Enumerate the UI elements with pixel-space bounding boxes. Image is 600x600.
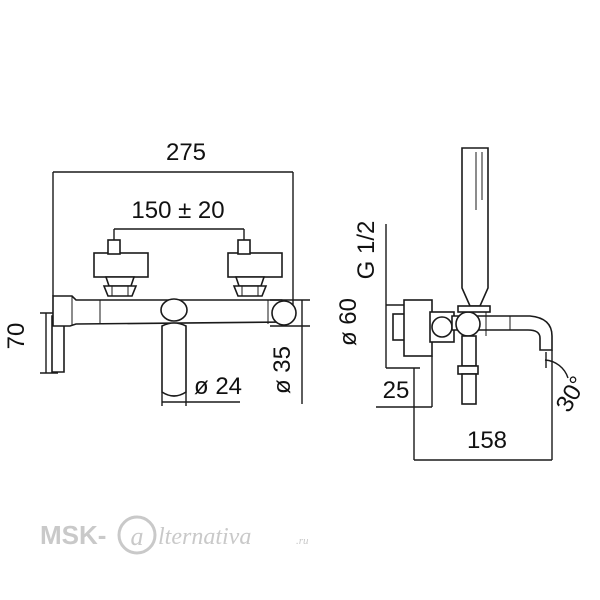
dim-handle-spacing: 150 ± 20: [113, 197, 245, 248]
svg-text:a: a: [131, 522, 144, 551]
dim-overall-width: 275: [52, 139, 294, 305]
dim-25-label: 25: [383, 377, 410, 404]
at-sign-icon: [117, 515, 157, 555]
dim-dia60-label: ø 60: [335, 298, 362, 346]
watermark-suffix: .ru: [296, 535, 309, 547]
dim-thread-dia60: G 1/2 ø 60: [335, 221, 420, 369]
dim-projection: 158: [413, 350, 553, 461]
dim-angle-label: 30°: [551, 372, 593, 417]
watermark: MSK- a lternativa .ru: [40, 515, 309, 555]
hand-shower: [457, 147, 491, 405]
dim-70-label: 70: [3, 323, 30, 350]
dim-dia35: ø 35: [269, 299, 310, 404]
dim-158-label: 158: [467, 427, 507, 454]
watermark-prefix: MSK-: [40, 520, 106, 550]
spout-lever: ø 24: [160, 298, 242, 406]
dim-dia35-label: ø 35: [269, 346, 296, 394]
side-view: G 1/2 ø 60: [335, 147, 593, 461]
dim-150-label: 150 ± 20: [131, 197, 224, 224]
left-handle: [93, 239, 149, 297]
dim-thread-label: G 1/2: [353, 221, 380, 280]
wall-escutcheon: [392, 299, 455, 357]
dim-dia24-label: ø 24: [194, 373, 242, 400]
watermark-script: lternativa: [158, 524, 251, 550]
dim-offset: 25: [376, 356, 433, 408]
side-body: [451, 311, 553, 351]
front-view: 275 150 ± 20 70: [3, 139, 310, 406]
dim-275-label: 275: [166, 139, 206, 166]
right-handle: [227, 239, 283, 297]
